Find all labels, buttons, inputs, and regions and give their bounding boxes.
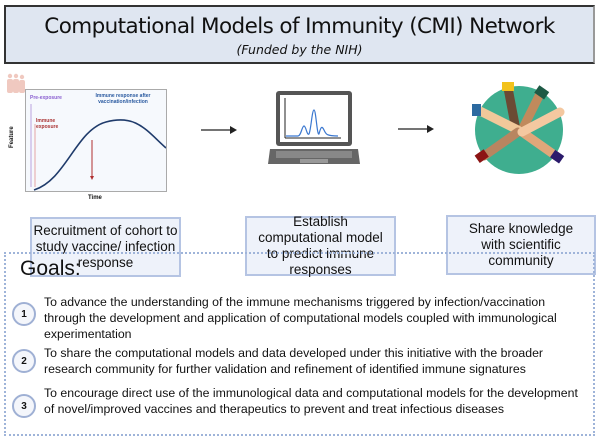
step-label: Share knowledge with scientific communit… [468,221,574,268]
immune-response-graph: Pre-exposure Immune exposure Immune resp… [25,89,167,192]
goal-item: To share the computational models and da… [44,346,544,376]
page-title: Computational Models of Immunity (CMI) N… [44,14,555,39]
page-subtitle: (Funded by the NIH) [236,42,363,57]
goal-item: To encourage direct use of the immunolog… [44,386,578,416]
goals-panel: Goals: 1 To advance the understanding of… [4,252,595,436]
step-share-box: Share knowledge with scientific communit… [446,215,596,275]
step-label: Recruitment of cohort to study vaccine/ … [33,223,178,270]
x-axis-label: Time [88,195,102,201]
immune-exposure-label: Immune exposure [36,118,59,130]
goal-number-badge: 3 [12,394,36,418]
step-model-box: Establish computational model to predict… [245,214,396,277]
community-hands-icon [472,82,565,174]
title-banner: Computational Models of Immunity (CMI) N… [4,5,595,64]
response-label: Immune response after vaccination/infect… [95,93,151,105]
arrow-right-icon [201,126,237,134]
laptop-icon [268,91,360,164]
goal-number-badge: 1 [12,302,36,326]
pre-exposure-label: Pre-exposure [30,95,62,101]
arrow-right-icon [398,125,434,133]
goals-heading: Goals: [20,257,81,280]
people-icon [7,73,25,93]
goal-number-badge: 2 [12,349,36,373]
step-recruitment-box: Recruitment of cohort to study vaccine/ … [30,217,181,277]
goal-item: To advance the understanding of the immu… [44,295,557,341]
y-axis-label: Feature [9,126,15,148]
